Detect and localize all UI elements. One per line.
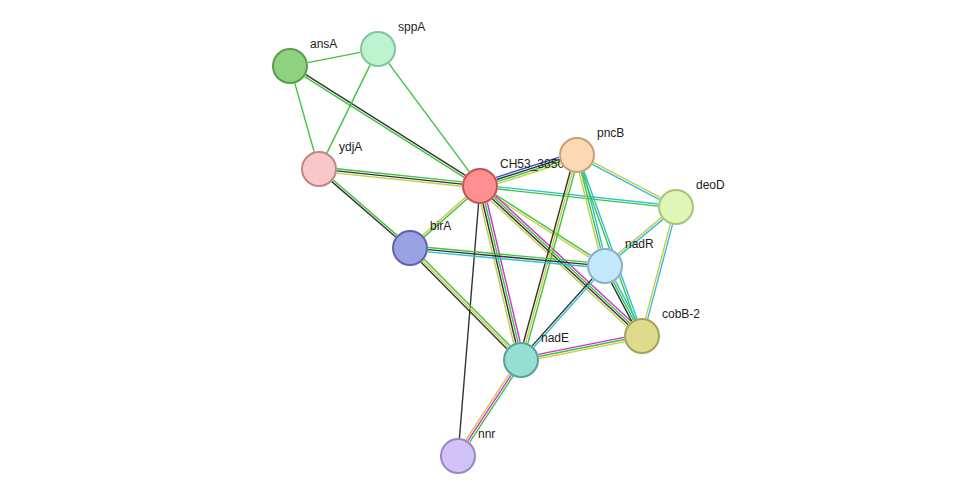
interaction-edge [592,162,660,199]
protein-label: cobB-2 [662,307,700,321]
interaction-edge [337,169,463,187]
interaction-edge [428,247,588,266]
evidence-line [470,376,513,442]
protein-label: nnr [478,427,495,441]
protein-label: nadR [625,237,654,251]
evidence-line [421,262,507,348]
protein-node: cobB-2 [624,318,660,354]
evidence-line [593,162,660,197]
evidence-line [534,280,594,347]
interaction-edge [459,204,478,438]
protein-label: birA [430,219,451,233]
evidence-line [498,187,658,204]
evidence-line [498,189,658,206]
interaction-edge [498,187,658,206]
protein-label: pncB [597,126,624,140]
evidence-line [332,182,396,237]
interaction-edge [421,259,510,349]
interaction-edge [423,197,468,237]
protein-label: deoD [696,178,725,192]
protein-label: CH53_3850 [500,157,564,171]
protein-node: pncB [559,137,595,173]
protein-label: ydjA [339,140,362,154]
evidence-line [428,247,587,262]
protein-node: ydjA [301,151,337,187]
interaction-edge [532,279,594,348]
evidence-line [428,250,587,265]
interaction-edge [327,65,370,153]
protein-node: nnr [440,438,476,474]
evidence-line [615,281,635,319]
protein-label: nadE [541,331,569,345]
protein-node: CH53_3850 [462,168,498,204]
protein-node: ansA [272,48,308,84]
evidence-line [423,261,509,347]
protein-node: sppA [360,31,396,67]
evidence-line [620,219,663,255]
protein-node: nadE [503,342,539,378]
protein-node: deoD [658,189,694,225]
evidence-line [423,197,466,235]
evidence-line [337,171,462,184]
interaction-edge [308,52,361,62]
protein-label: sppA [398,20,425,34]
interaction-edge [466,374,513,442]
evidence-line [308,52,361,62]
evidence-line [528,173,575,343]
evidence-line [613,282,633,320]
evidence-line [592,164,659,199]
evidence-line [468,375,511,441]
evidence-line [337,173,462,186]
interaction-edge [389,63,470,171]
evidence-line [483,204,516,343]
evidence-line [487,203,520,342]
interaction-edge [295,83,314,151]
evidence-line [459,204,478,438]
evidence-line [532,279,592,346]
interaction-edge [611,281,635,321]
evidence-line [481,204,514,343]
protein-node: birA [392,230,428,266]
evidence-line [611,283,631,321]
evidence-line [424,259,510,345]
evidence-line [618,218,661,254]
interaction-edge [579,172,602,249]
protein-node: nadR [587,248,623,284]
interaction-edge [618,218,663,256]
interaction-edge [332,180,397,237]
protein-label: ansA [310,37,337,51]
evidence-line [424,199,467,237]
evidence-line [327,65,370,153]
evidence-line [333,180,397,235]
evidence-line [389,63,470,171]
evidence-line [428,252,587,267]
evidence-line [295,83,314,151]
evidence-line [485,203,518,342]
